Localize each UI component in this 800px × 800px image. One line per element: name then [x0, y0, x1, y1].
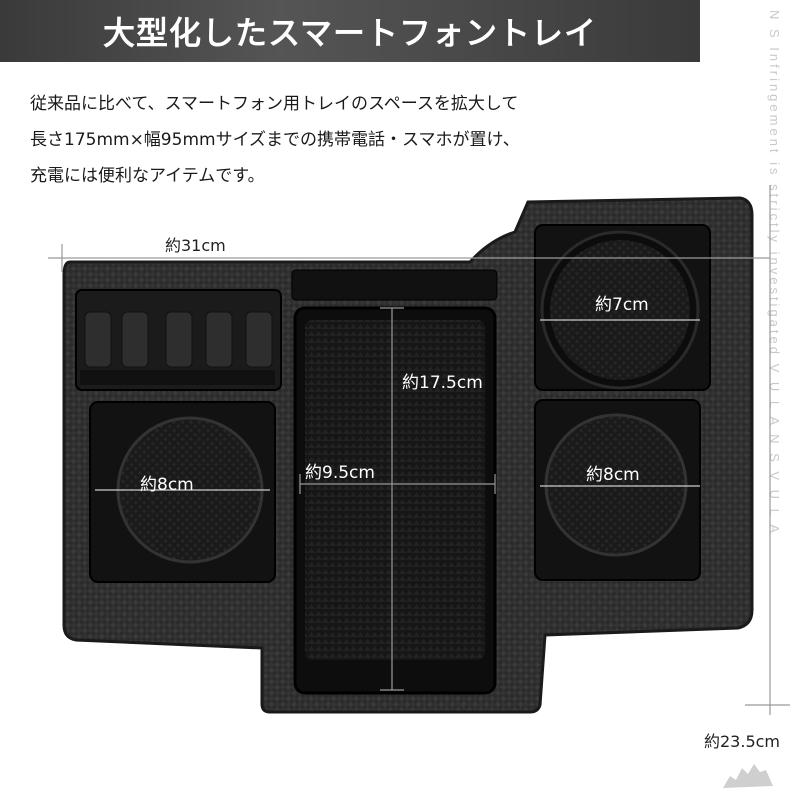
top-slot — [291, 269, 498, 301]
right-bottom-coaster — [544, 413, 688, 557]
description-line-3: 充電には便利なアイテムです。 — [30, 166, 265, 186]
dimension-cup-top-right: 約7cm — [595, 295, 649, 315]
brand-silhouette-icon — [723, 764, 773, 788]
side-watermark: N S Infringement is strictly investigate… — [767, 10, 782, 536]
left-divider-bars — [84, 311, 273, 368]
description-line-1: 従来品に比べて、スマートフォン用トレイのスペースを拡大して — [30, 94, 519, 114]
phone-tray-grip-mat — [305, 320, 485, 660]
title-banner: 大型化したスマートフォントレイ — [0, 0, 700, 62]
dimension-lines — [48, 185, 790, 715]
dimension-cup-bottom-right: 約8cm — [586, 465, 640, 485]
dimension-cup-left: 約8cm — [140, 475, 194, 495]
dimension-phone-length: 約17.5cm — [402, 373, 483, 393]
page-title: 大型化したスマートフォントレイ — [102, 14, 598, 52]
dimension-phone-width: 約9.5cm — [305, 463, 375, 483]
dimension-depth: 約23.5cm — [704, 732, 781, 751]
description-line-2: 長さ175mm×幅95mmサイズまでの携帯電話・スマホが置け、 — [30, 130, 520, 150]
dimension-width: 約31cm — [165, 236, 226, 255]
description-text: 従来品に比べて、スマートフォン用トレイのスペースを拡大して 長さ175mm×幅9… — [30, 86, 670, 194]
